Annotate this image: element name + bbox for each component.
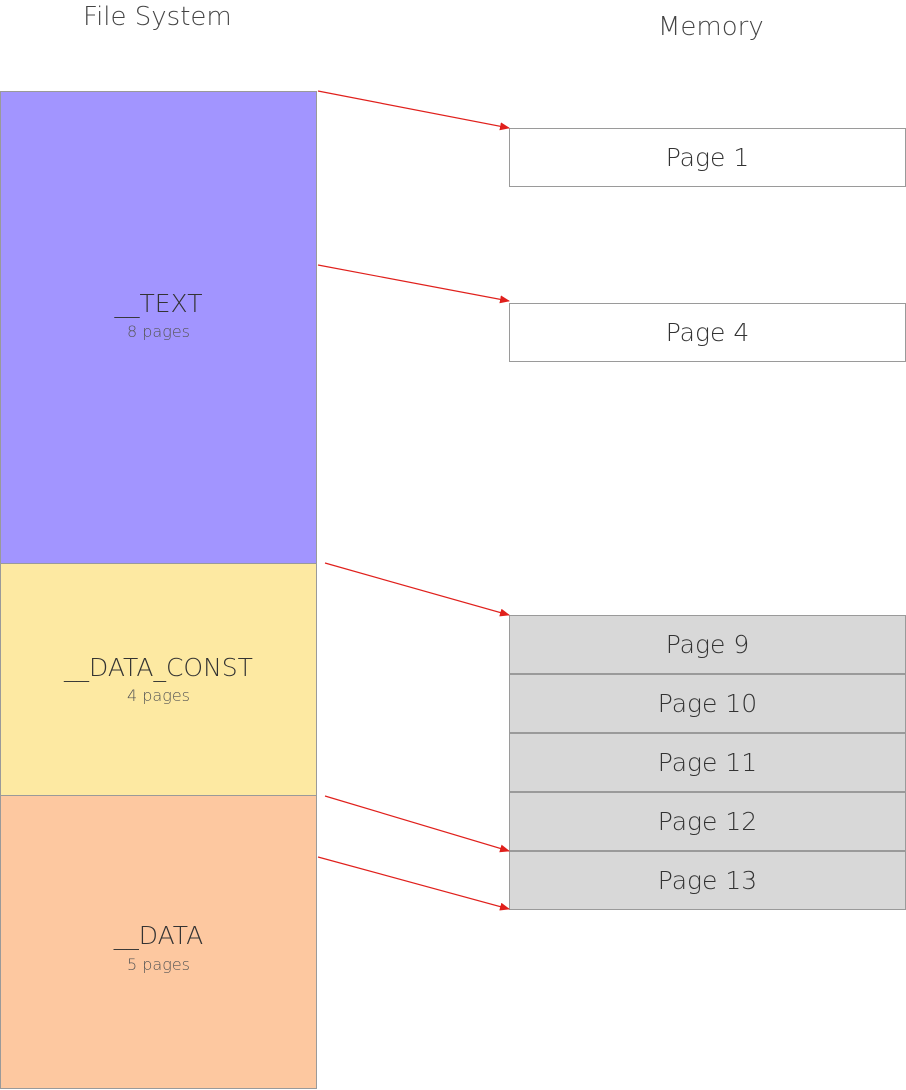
segment-data-name: __DATA (113, 921, 204, 951)
segment-text-size: 8 pages (126, 322, 190, 342)
segment-data: __DATA 5 pages (0, 795, 317, 1089)
file-system-heading: File System (83, 2, 232, 32)
memory-page-1: Page 1 (509, 128, 906, 187)
segment-text-name: __TEXT (114, 288, 203, 318)
segment-data-const-name: __DATA_CONST (64, 652, 253, 682)
memory-page-9: Page 9 (509, 615, 906, 674)
segment-data-const-size: 4 pages (126, 686, 190, 706)
memory-page-4: Page 4 (509, 303, 906, 362)
arrow-to-page-12 (324, 795, 510, 853)
arrow-to-page-4 (317, 264, 510, 304)
memory-page-13: Page 13 (509, 851, 906, 910)
arrow-to-page-9 (324, 562, 510, 617)
arrow-to-page-1 (317, 90, 510, 131)
segment-data-size: 5 pages (126, 954, 190, 974)
memory-heading: Memory (658, 12, 764, 42)
memory-page-11: Page 11 (509, 733, 906, 792)
segment-data-const: __DATA_CONST 4 pages (0, 563, 317, 796)
memory-page-12: Page 12 (509, 792, 906, 851)
segment-text: __TEXT 8 pages (0, 91, 317, 564)
arrow-to-page-13 (317, 856, 510, 911)
memory-page-10: Page 10 (509, 674, 906, 733)
